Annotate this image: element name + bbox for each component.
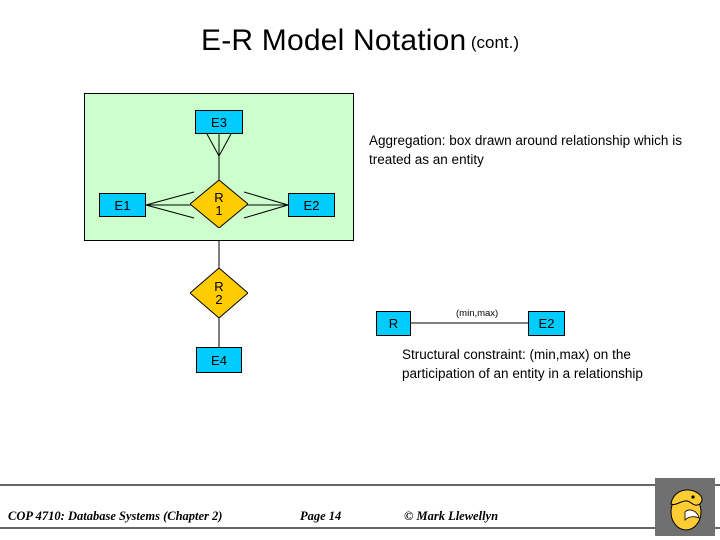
diamond-shape-r1 xyxy=(190,180,248,228)
minmax-label: (min,max) xyxy=(456,308,499,319)
page-title-main: E-R Model Notation xyxy=(200,24,467,57)
entity-e4: E4 xyxy=(196,347,242,373)
footer-copyright: © Mark Llewellyn xyxy=(404,509,499,523)
entity-r-structural: R xyxy=(376,311,411,336)
entity-e3: E3 xyxy=(195,110,243,134)
relationship-r2-line1: R xyxy=(214,279,224,294)
footer-course: COP 4710: Database Systems (Chapter 2) xyxy=(8,509,223,523)
relationship-r2: R 2 xyxy=(190,268,248,318)
relationship-r1: R 1 xyxy=(190,180,248,228)
entity-e3-label: E3 xyxy=(211,114,227,130)
relationship-r2-label: R 2 xyxy=(214,280,223,306)
entity-e2-structural-label: E2 xyxy=(538,316,555,331)
relationship-r2-line2: 2 xyxy=(215,292,223,307)
footer-page-number: Page 14 xyxy=(300,509,342,523)
page-title: E-R Model Notation (cont.) xyxy=(0,24,720,58)
page-title-cont: (cont.) xyxy=(470,33,520,52)
footer-divider-top xyxy=(0,484,720,486)
entity-e2: E2 xyxy=(288,193,335,217)
entity-e2-structural: E2 xyxy=(528,311,565,336)
entity-e1-label: E1 xyxy=(114,197,131,213)
entity-e4-label: E4 xyxy=(211,352,227,368)
ucf-pegasus-logo-icon xyxy=(655,478,715,536)
footer-divider-bottom xyxy=(0,527,720,529)
relationship-r1-line1: R xyxy=(214,190,224,205)
relationship-r1-label: R 1 xyxy=(214,191,223,217)
diamond-shape-r2 xyxy=(190,268,248,318)
entity-e1: E1 xyxy=(99,193,146,217)
structural-note: Structural constraint: (min,max) on the … xyxy=(402,347,643,381)
entity-e2-label: E2 xyxy=(303,197,320,213)
entity-r-structural-label: R xyxy=(388,316,399,331)
relationship-r1-line2: 1 xyxy=(215,203,223,218)
aggregation-note: Aggregation: box drawn around relationsh… xyxy=(369,133,682,167)
